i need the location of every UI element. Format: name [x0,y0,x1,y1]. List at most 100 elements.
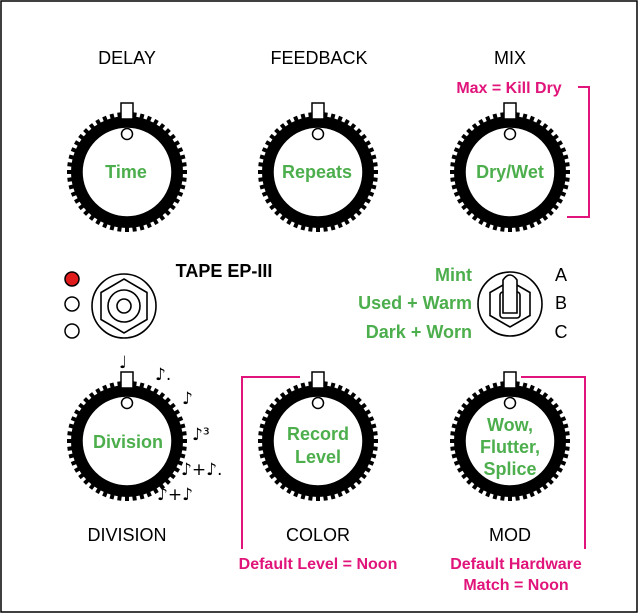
feedback-knob-pointer [311,102,325,120]
color-knob-tick [346,392,357,403]
delay-knob-tick [68,154,80,161]
delay-knob-tick [117,112,123,123]
tape-mode-toggle-switch[interactable] [477,271,543,337]
mix-knob-tick [557,183,569,190]
division-knob-tick [70,458,82,466]
repeats-knob-label: Repeats [282,162,352,182]
mix-knob-tick [543,205,554,216]
feedback-knob-tick [341,214,350,225]
mix-knob-tick [527,115,535,127]
mod-annotation-line1: Default Hardware [450,556,582,573]
color-knob-pointer [311,371,325,389]
delay-knob-tick [74,195,85,204]
mix-knob-tick [521,219,528,231]
division-knob-tick [88,479,99,490]
color-knob-tick [356,402,367,413]
color-knob-tick [261,458,273,466]
delay-knob-tick [138,219,145,231]
color-knob-tick [279,392,290,403]
mix-knob-tick [466,205,477,216]
mod-knob-tick [548,402,559,413]
mix-knob-tick [457,140,468,149]
delay-knob-tick [109,219,116,231]
feedback-knob-tick [308,112,314,123]
mod-knob-tick [548,469,559,480]
mix-knob-pointer [503,102,517,120]
division-mark-eighth-plus-eighth: ♪+♪ [157,485,193,505]
color-knob-tick [274,474,285,485]
mod-knob[interactable] [450,371,570,501]
division-knob-label: Division [93,432,163,452]
feedback-knob-tick [274,128,285,139]
feedback-knob-tick [351,128,362,139]
mod-knob-tick [492,488,499,500]
color-knob-tick [261,416,273,424]
mod-knob-tick [557,423,569,430]
mod-knob-indicator [503,396,517,410]
mod-knob-tick [451,423,463,430]
delay-label: DELAY [98,48,156,68]
mix-knob-tick [453,147,465,155]
delay-knob-tick [160,128,171,139]
mix-knob-tick [500,221,506,232]
delay-knob-tick [74,140,85,149]
feedback-knob-face [272,126,364,218]
color-bracket [241,376,300,549]
footswitch-hex [100,278,148,334]
feedback-knob-tick [360,140,371,149]
color-knob-tick [367,445,378,451]
mod-knob-tick [450,445,461,451]
delay-knob-tick [150,214,159,225]
delay-knob-tick [169,140,180,149]
division-knob-tick [172,416,184,424]
color-knob[interactable] [258,371,378,501]
division-knob-tick [138,488,145,500]
color-knob-tick [365,452,377,459]
mod-label: MOD [489,525,531,545]
division-knob[interactable] [67,371,187,501]
tap-footswitch[interactable] [91,273,157,339]
mix-knob[interactable] [450,102,570,232]
color-knob-tick [329,488,336,500]
feedback-knob-tick [363,147,375,155]
delay-knob-tick [117,221,123,232]
division-knob-tick [131,381,137,392]
delay-knob-tick [70,147,82,155]
division-knob-tick [102,384,110,396]
feedback-knob-tick [261,147,273,155]
division-knob-tick [83,474,94,485]
delay-knob-tick [174,183,186,190]
dry-wet-knob-label: Dry/Wet [476,162,544,182]
division-knob-tick [165,402,176,413]
mix-knob-tick [471,123,482,134]
feedback-knob[interactable] [258,102,378,232]
mix-bracket [567,86,590,218]
footswitch-button [116,298,132,314]
mix-knob-face [464,126,556,218]
mod-annotation-line2: Match = Noon [463,577,568,594]
division-knob-tick [144,486,152,498]
mix-knob-tick [538,123,549,134]
color-knob-tick [293,384,301,396]
mix-knob-tick [533,119,542,130]
color-knob-tick [269,402,280,413]
mod-knob-tick [453,416,465,424]
delay-knob[interactable] [67,102,187,232]
delay-knob-pointer [120,102,134,120]
division-knob-tick [67,431,78,437]
delay-knob-tick [67,162,78,168]
mod-knob-tick [514,381,520,392]
division-knob-tick [68,423,80,430]
mix-knob-tick [543,128,554,139]
division-knob-tick [174,423,186,430]
mix-knob-tick [492,113,499,125]
division-knob-tick [67,445,78,451]
mix-knob-tick [492,219,499,231]
mod-knob-tick [552,464,563,473]
mod-knob-label-line2: Flutter, [480,437,540,457]
color-knob-tick [329,382,336,394]
mod-knob-tick [500,490,506,501]
feedback-knob-tick [346,123,357,134]
division-knob-tick [169,409,180,418]
delay-knob-tick [176,162,187,168]
